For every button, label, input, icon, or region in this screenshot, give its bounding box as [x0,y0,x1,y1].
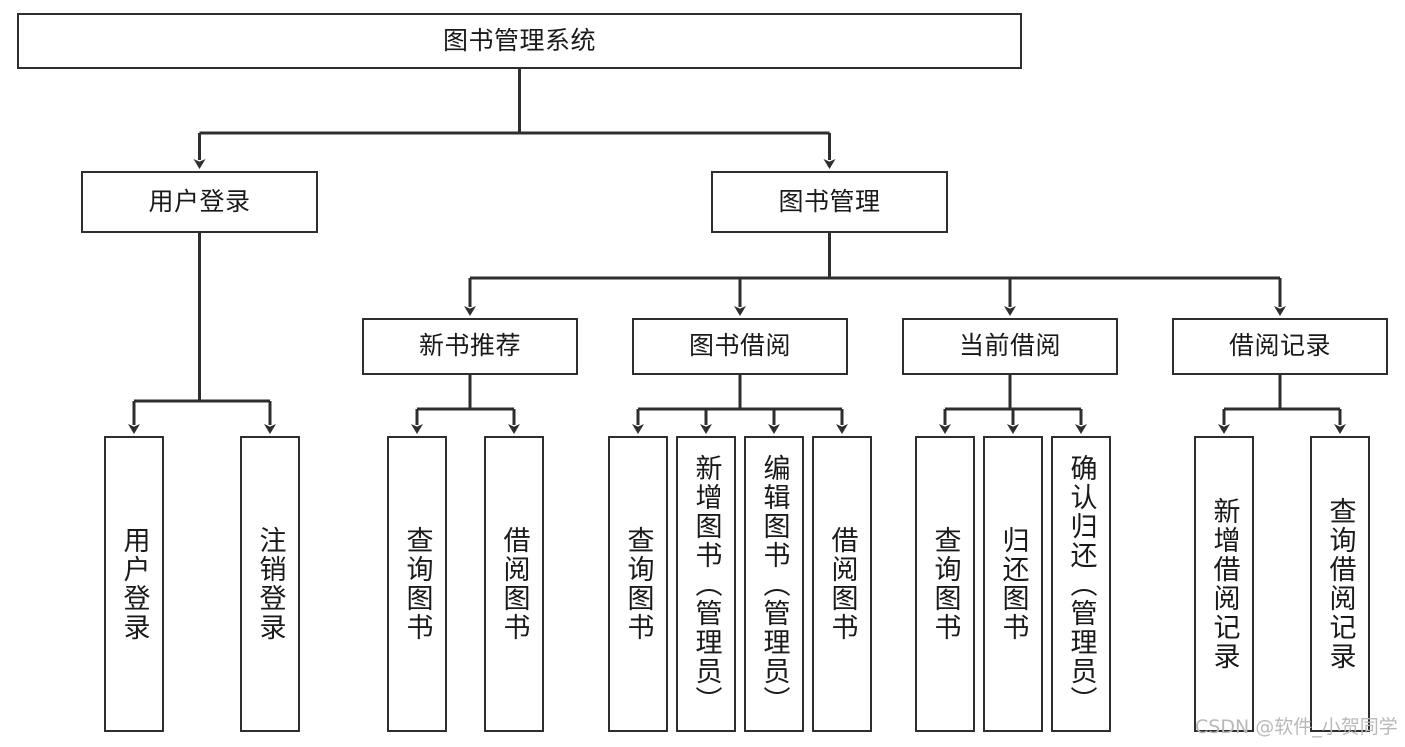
node-leaf-query-record[interactable]: 查询借阅记录 [1310,436,1370,732]
node-leaf-query-record-label: 查询借阅记录 [1325,497,1356,671]
node-leaf-user-login[interactable]: 用户登录 [104,436,164,732]
node-leaf-edit-book[interactable]: 编辑图书（管理员） [744,436,804,732]
node-leaf-confirm-return[interactable]: 确认归还（管理员） [1051,436,1111,732]
node-leaf-user-login-label: 用户登录 [119,526,150,642]
node-leaf-add-book-label: 新增图书（管理员） [691,453,722,715]
node-book-borrow[interactable]: 图书借阅 [632,318,848,375]
node-leaf-borrow-book-2-label: 借阅图书 [827,526,858,642]
node-user-login[interactable]: 用户登录 [81,171,318,233]
node-book-manage-label: 图书管理 [778,187,881,216]
node-leaf-add-book[interactable]: 新增图书（管理员） [676,436,736,732]
node-leaf-query-book-2[interactable]: 查询图书 [608,436,668,732]
node-user-login-label: 用户登录 [148,187,251,216]
node-leaf-return-book-label: 归还图书 [998,526,1029,642]
node-leaf-query-book-3-label: 查询图书 [930,526,961,642]
node-leaf-query-book-1[interactable]: 查询图书 [387,436,447,732]
node-borrow-record-label: 借阅记录 [1228,332,1331,361]
node-book-borrow-label: 图书借阅 [688,332,791,361]
node-leaf-edit-book-label: 编辑图书（管理员） [759,453,790,715]
node-book-manage[interactable]: 图书管理 [711,171,948,233]
node-leaf-borrow-book-1-label: 借阅图书 [499,526,530,642]
node-new-book-recommend-label: 新书推荐 [418,332,521,361]
node-leaf-add-record-label: 新增借阅记录 [1209,497,1240,671]
node-leaf-logout[interactable]: 注销登录 [240,436,300,732]
node-borrow-record[interactable]: 借阅记录 [1172,318,1388,375]
node-root[interactable]: 图书管理系统 [17,13,1022,69]
node-root-label: 图书管理系统 [442,26,596,55]
node-leaf-query-book-3[interactable]: 查询图书 [915,436,975,732]
node-leaf-query-book-1-label: 查询图书 [402,526,433,642]
node-current-borrow-label: 当前借阅 [958,332,1061,361]
node-new-book-recommend[interactable]: 新书推荐 [362,318,578,375]
node-leaf-add-record[interactable]: 新增借阅记录 [1194,436,1254,732]
node-leaf-confirm-return-label: 确认归还（管理员） [1066,453,1097,715]
node-leaf-borrow-book-2[interactable]: 借阅图书 [812,436,872,732]
node-leaf-logout-label: 注销登录 [255,526,286,642]
node-leaf-return-book[interactable]: 归还图书 [983,436,1043,732]
node-leaf-query-book-2-label: 查询图书 [623,526,654,642]
node-current-borrow[interactable]: 当前借阅 [902,318,1118,375]
watermark: CSDN @软件_小贺同学 [1195,716,1398,738]
node-leaf-borrow-book-1[interactable]: 借阅图书 [484,436,544,732]
